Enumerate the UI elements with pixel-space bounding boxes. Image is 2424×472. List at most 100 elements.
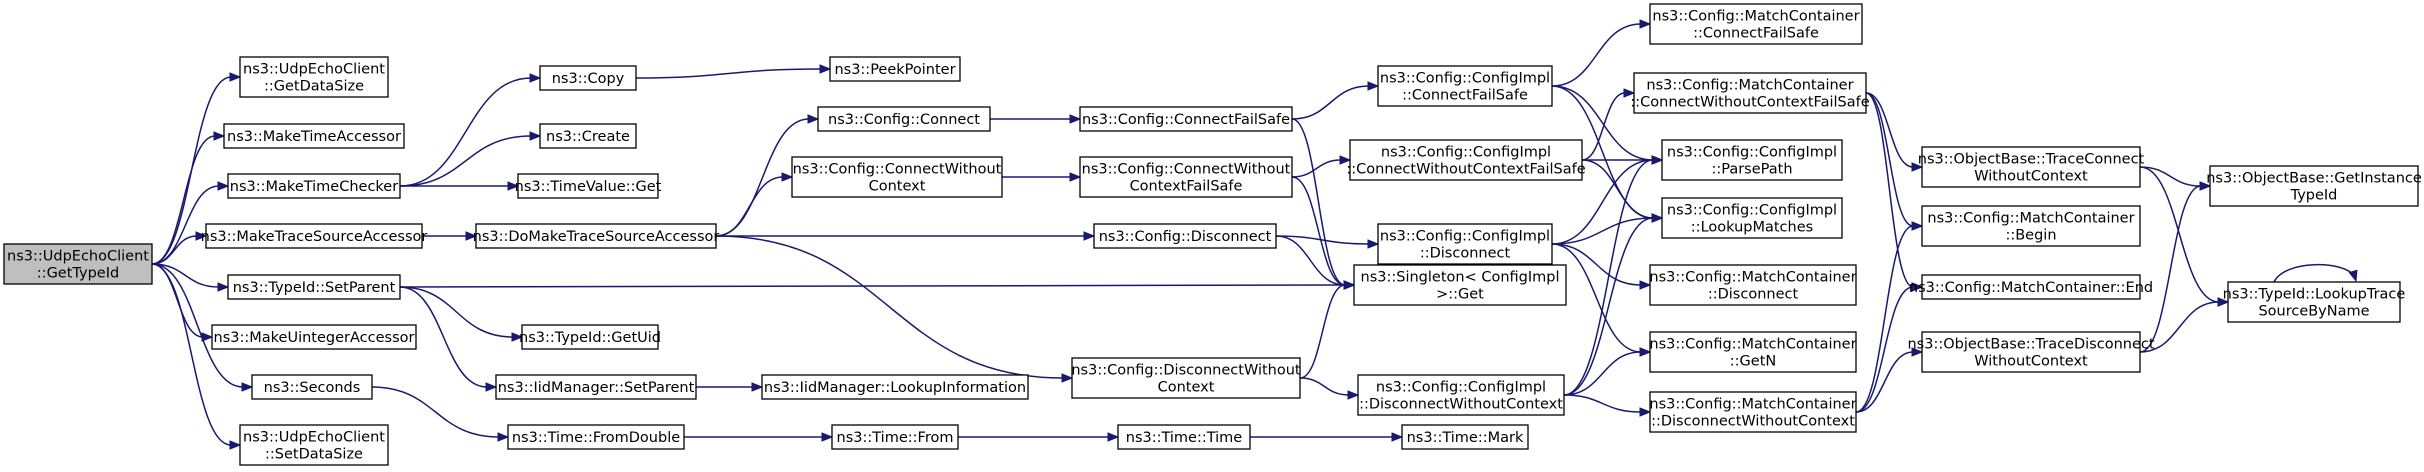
node-mc_getn[interactable]: ns3::Config::MatchContainer::GetN	[1649, 331, 1857, 373]
node-box	[2209, 165, 2419, 207]
node-label: ::ParsePath	[1711, 162, 1792, 178]
node-copy[interactable]: ns3::Copy	[539, 65, 637, 91]
node-label: ns3::Config::MatchContainer::End	[1909, 280, 2153, 296]
node-config_connect[interactable]: ns3::Config::Connect	[817, 106, 991, 132]
node-setdatasize[interactable]: ns3::UdpEchoClient::SetDataSize	[239, 424, 389, 466]
node-box	[831, 424, 959, 450]
call-edge-mc_disconnectwithoutcontext-to-mc_end	[1855, 282, 1924, 413]
call-edge-impl_disconnect-to-mc_getn	[1551, 243, 1652, 357]
node-typeid_getuid[interactable]: ns3::TypeId::GetUid	[519, 324, 661, 350]
node-iidmanager_setparent[interactable]: ns3::IidManager::SetParent	[495, 374, 697, 400]
call-edge-config_disconnectwithoutcontext-to-singleton_get	[1299, 280, 1356, 379]
node-domaketracesourceaccessor[interactable]: ns3::DoMakeTraceSourceAccessor	[473, 223, 720, 249]
node-seconds[interactable]: ns3::Seconds	[251, 374, 373, 400]
node-makeuintegeraccessor[interactable]: ns3::MakeUintegerAccessor	[211, 324, 417, 350]
node-box	[1071, 357, 1301, 399]
node-label: ns3::Config::MatchContainer	[1649, 397, 1856, 413]
call-edge-mc_disconnectwithoutcontext-to-ob_tracedisconnectwithoutcontext	[1855, 347, 1924, 413]
node-label: ns3::Config::MatchContainer	[1652, 9, 1859, 25]
node-maketracesourceaccessor[interactable]: ns3::MakeTraceSourceAccessor	[201, 223, 428, 249]
node-box	[817, 106, 991, 132]
node-label: ns3::TypeId::LookupTrace	[2223, 287, 2406, 303]
node-config_connectfailsafe[interactable]: ns3::Config::ConnectFailSafe	[1079, 106, 1293, 132]
call-edge-typeid_setparent-to-singleton_get	[399, 280, 1356, 290]
node-box	[223, 123, 405, 149]
node-mc_disconnectwithoutcontext[interactable]: ns3::Config::MatchContainer::DisconnectW…	[1649, 391, 1857, 433]
call-edge-mc_connectwithoutcontextfailsafe-to-mc_begin	[1865, 92, 1924, 231]
call-edge-config_connectfailsafe-to-singleton_get	[1291, 118, 1356, 290]
node-peekpointer[interactable]: ns3::PeekPointer	[829, 56, 961, 82]
node-time_mark[interactable]: ns3::Time::Mark	[1401, 424, 1529, 450]
node-ob_traceconnectwithoutcontext[interactable]: ns3::ObjectBase::TraceConnectWithoutCont…	[1918, 146, 2145, 188]
node-label: ns3::PeekPointer	[834, 62, 955, 78]
node-label: ns3::Config::ConfigImpl	[1381, 145, 1551, 161]
node-label: ::GetN	[1730, 354, 1776, 370]
node-create[interactable]: ns3::Create	[539, 123, 637, 149]
node-box	[791, 156, 1003, 198]
node-label: ContextFailSafe	[1130, 179, 1243, 195]
node-mc_connectfailsafe[interactable]: ns3::Config::MatchContainer::ConnectFail…	[1649, 3, 1863, 45]
node-label: ::LookupMatches	[1691, 220, 1813, 236]
call-edge-config_connect-to-config_connectfailsafe	[989, 114, 1082, 124]
node-box	[1401, 424, 1529, 450]
node-box	[1649, 264, 1857, 306]
node-typeid_setparent[interactable]: ns3::TypeId::SetParent	[227, 274, 401, 300]
node-impl_disconnect[interactable]: ns3::Config::ConfigImpl::Disconnect	[1377, 223, 1553, 265]
call-edge-domaketracesourceaccessor-to-config_disconnect	[716, 231, 1096, 241]
node-time_fromdouble[interactable]: ns3::Time::FromDouble	[507, 424, 685, 450]
node-label: ns3::UdpEchoClient	[243, 62, 385, 78]
node-box	[2227, 281, 2401, 323]
call-edge-ob_tracedisconnectwithoutcontext-to-ob_getinstancetypeid	[2139, 181, 2212, 353]
node-box	[1377, 65, 1553, 107]
call-edge-time_fromdouble-to-time_from	[684, 432, 834, 442]
node-label: ns3::ObjectBase::GetInstance	[2206, 171, 2422, 187]
call-edge-root-to-setdatasize	[151, 263, 242, 450]
node-impl_connectwithoutcontextfailsafe[interactable]: ns3::Config::ConfigImpl::ConnectWithoutC…	[1346, 139, 1586, 181]
node-time_time[interactable]: ns3::Time::Time	[1117, 424, 1251, 450]
node-config_disconnect[interactable]: ns3::Config::Disconnect	[1093, 223, 1277, 249]
node-box	[239, 424, 389, 466]
node-label: >::Get	[1436, 287, 1484, 303]
node-maketimechecker[interactable]: ns3::MakeTimeChecker	[227, 173, 401, 199]
node-label: ::Disconnect	[1420, 246, 1511, 262]
node-box	[1079, 106, 1293, 132]
node-root[interactable]: ns3::UdpEchoClient::GetTypeId	[3, 243, 153, 285]
call-graph-edges	[151, 19, 2358, 450]
node-label: ns3::MakeTraceSourceAccessor	[201, 229, 428, 245]
node-label: Context	[869, 179, 926, 195]
node-box	[1661, 139, 1843, 181]
node-mc_begin[interactable]: ns3::Config::MatchContainer::Begin	[1921, 205, 2141, 247]
node-mc_end[interactable]: ns3::Config::MatchContainer::End	[1909, 274, 2153, 300]
node-getdatasize[interactable]: ns3::UdpEchoClient::GetDataSize	[239, 56, 389, 98]
node-config_disconnectwithoutcontext[interactable]: ns3::Config::DisconnectWithoutContext	[1071, 357, 1301, 399]
node-timevalue_get[interactable]: ns3::TimeValue::Get	[515, 173, 662, 199]
node-box	[1921, 274, 2141, 300]
call-edge-impl_disconnectwithoutcontext-to-impl_parsepath	[1563, 155, 1664, 396]
node-ob_tracedisconnectwithoutcontext[interactable]: ns3::ObjectBase::TraceDisconnectWithoutC…	[1907, 331, 2155, 373]
node-label: ns3::Time::Mark	[1407, 430, 1524, 446]
node-box	[539, 65, 637, 91]
call-edge-typeid_setparent-to-typeid_getuid	[399, 286, 524, 342]
node-impl_connectfailsafe[interactable]: ns3::Config::ConfigImpl::ConnectFailSafe	[1377, 65, 1553, 107]
call-edge-copy-to-peekpointer	[635, 64, 832, 79]
node-label: ns3::Config::ConfigImpl	[1667, 203, 1837, 219]
node-singleton_get[interactable]: ns3::Singleton< ConfigImpl >::Get	[1353, 264, 1567, 306]
node-time_from[interactable]: ns3::Time::From	[831, 424, 959, 450]
node-box	[1921, 205, 2141, 247]
node-iidmanager_lookupinformation[interactable]: ns3::IidManager::LookupInformation	[761, 374, 1029, 400]
node-label: ns3::Create	[546, 129, 630, 145]
node-label: ns3::Config::ConnectWithout	[793, 162, 1002, 178]
node-mc_connectwithoutcontextfailsafe[interactable]: ns3::Config::MatchContainer::ConnectWith…	[1630, 72, 1870, 114]
node-label: ns3::Config::ConfigImpl	[1380, 229, 1550, 245]
node-config_connectwithoutcontext[interactable]: ns3::Config::ConnectWithoutContext	[791, 156, 1003, 198]
node-mc_disconnect[interactable]: ns3::Config::MatchContainer::Disconnect	[1649, 264, 1857, 306]
node-impl_lookupmatches[interactable]: ns3::Config::ConfigImpl::LookupMatches	[1661, 197, 1843, 239]
node-box	[507, 424, 685, 450]
node-impl_parsepath[interactable]: ns3::Config::ConfigImpl::ParsePath	[1661, 139, 1843, 181]
node-config_connectwithoutcontextfailsafe[interactable]: ns3::Config::ConnectWithoutContextFailSa…	[1079, 156, 1293, 198]
node-maketimeaccessor[interactable]: ns3::MakeTimeAccessor	[223, 123, 405, 149]
node-impl_disconnectwithoutcontext[interactable]: ns3::Config::ConfigImpl::DisconnectWitho…	[1357, 374, 1565, 416]
node-label: ::ConnectFailSafe	[1402, 88, 1528, 104]
